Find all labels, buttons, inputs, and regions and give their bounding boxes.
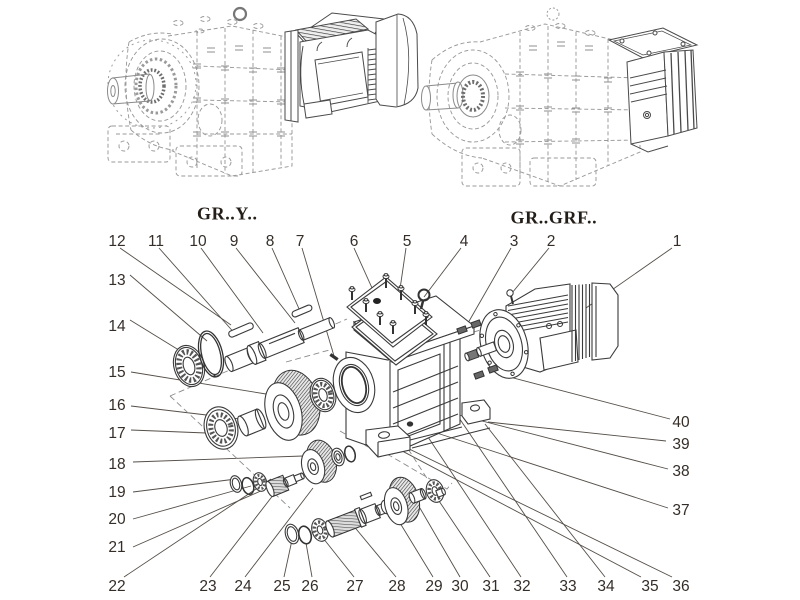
svg-text:12: 12 <box>108 233 125 250</box>
svg-text:15: 15 <box>108 364 125 381</box>
svg-text:28: 28 <box>388 578 405 595</box>
svg-text:1: 1 <box>673 233 682 250</box>
svg-text:5: 5 <box>403 233 412 250</box>
svg-text:6: 6 <box>350 233 359 250</box>
svg-text:40: 40 <box>672 414 690 431</box>
svg-text:26: 26 <box>301 578 318 595</box>
svg-text:13: 13 <box>108 272 125 289</box>
svg-text:GR..Y..: GR..Y.. <box>197 204 258 224</box>
svg-text:29: 29 <box>425 578 442 595</box>
svg-text:22: 22 <box>108 578 125 595</box>
svg-text:31: 31 <box>482 578 499 595</box>
svg-text:21: 21 <box>108 539 125 556</box>
svg-text:16: 16 <box>108 397 125 414</box>
svg-text:20: 20 <box>108 511 126 528</box>
svg-text:35: 35 <box>641 578 658 595</box>
svg-text:14: 14 <box>108 318 126 335</box>
svg-text:32: 32 <box>513 578 530 595</box>
svg-text:2: 2 <box>547 233 556 250</box>
svg-text:36: 36 <box>672 578 689 595</box>
svg-text:4: 4 <box>460 233 469 250</box>
svg-text:27: 27 <box>346 578 363 595</box>
svg-text:3: 3 <box>510 233 519 250</box>
svg-text:8: 8 <box>266 233 275 250</box>
svg-text:GR..GRF..: GR..GRF.. <box>511 208 598 228</box>
svg-text:11: 11 <box>148 233 164 250</box>
svg-text:23: 23 <box>199 578 216 595</box>
svg-text:38: 38 <box>672 463 689 480</box>
svg-text:39: 39 <box>672 436 689 453</box>
svg-text:10: 10 <box>189 233 207 250</box>
svg-text:34: 34 <box>597 578 615 595</box>
svg-text:37: 37 <box>672 502 689 519</box>
svg-text:7: 7 <box>296 233 305 250</box>
svg-text:19: 19 <box>108 484 125 501</box>
svg-text:25: 25 <box>273 578 290 595</box>
svg-text:9: 9 <box>230 233 239 250</box>
svg-text:30: 30 <box>451 578 469 595</box>
svg-text:24: 24 <box>234 578 252 595</box>
svg-text:33: 33 <box>559 578 576 595</box>
svg-text:17: 17 <box>108 425 125 442</box>
svg-text:18: 18 <box>108 456 125 473</box>
